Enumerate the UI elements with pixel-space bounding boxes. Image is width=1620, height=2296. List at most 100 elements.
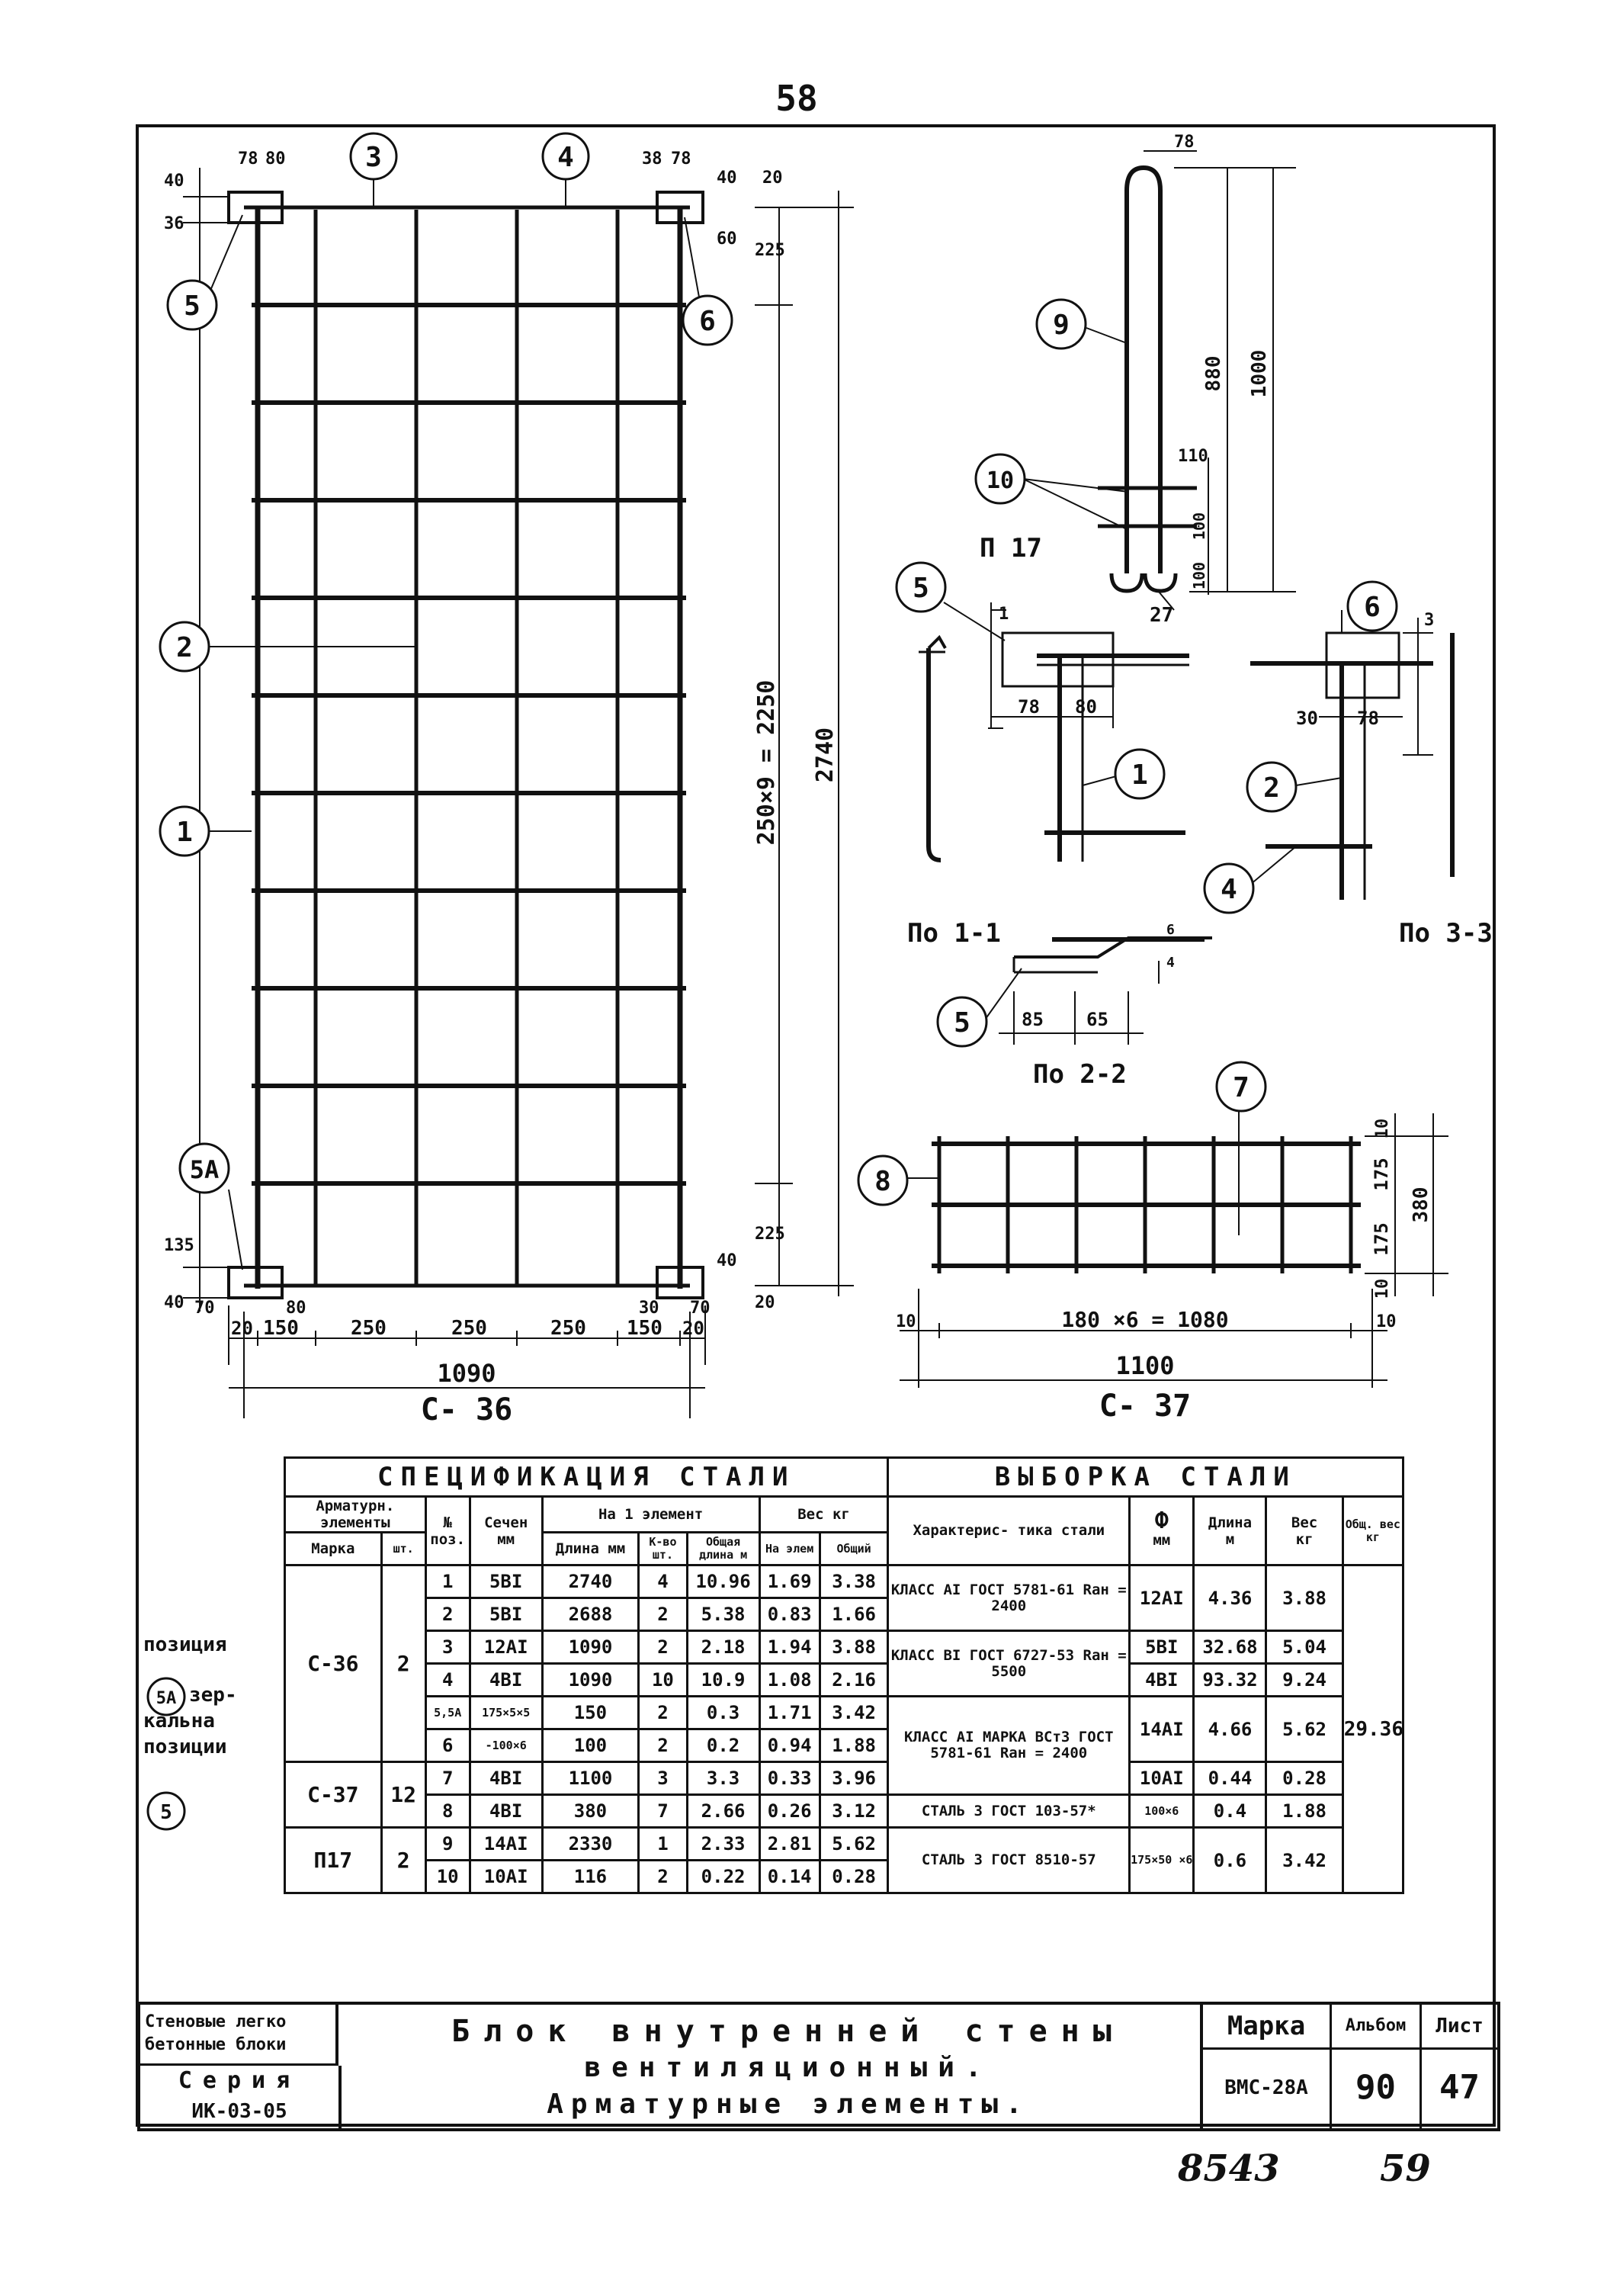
- c36-dim-top-right-5: 20: [762, 169, 783, 188]
- cell-w1: 1.08: [758, 1662, 821, 1697]
- hdr-per-element: На 1 элемент: [541, 1495, 761, 1533]
- hdr-count: К-во шт.: [637, 1531, 688, 1566]
- c36-callout-2: 2: [176, 632, 193, 663]
- sel-len-3: 93.32: [1192, 1662, 1268, 1697]
- cell-pos: 6: [424, 1728, 471, 1763]
- p17-callout-10: 10: [986, 467, 1014, 494]
- c36-callout-1: 1: [176, 817, 193, 848]
- sec22-callout-5: 5: [954, 1007, 970, 1039]
- c36-dim-top-right-6: 225: [755, 241, 785, 260]
- sel-w-3: 9.24: [1265, 1662, 1344, 1697]
- cell-wt: 2.16: [818, 1662, 890, 1697]
- cell-tlen: 10.9: [685, 1662, 761, 1697]
- cell-tlen: 2.18: [685, 1630, 761, 1665]
- c36-dim-top-right-3: 40: [717, 169, 737, 188]
- cell-cnt: 4: [637, 1564, 688, 1599]
- tb-title-3: Арматурные элементы.: [547, 2089, 1030, 2120]
- cell-sec: 4ВI: [468, 1793, 544, 1829]
- c37-label: С- 37: [1099, 1389, 1191, 1424]
- sel-phi-1: 12АI: [1128, 1564, 1195, 1632]
- cell-cnt: 1: [637, 1826, 688, 1861]
- hdr-section-unit: мм: [497, 1530, 515, 1548]
- c36-dim-top-left-2: 80: [265, 149, 286, 169]
- row-qty-p17: 2: [380, 1826, 427, 1894]
- sel-len-1: 4.36: [1192, 1564, 1268, 1632]
- cell-len: 1090: [541, 1630, 640, 1665]
- hdr-phi-unit: мм: [1153, 1532, 1171, 1549]
- cell-wt: 3.88: [818, 1630, 890, 1665]
- cell-w1: 0.83: [758, 1597, 821, 1632]
- cell-sec: -100×6: [468, 1728, 544, 1763]
- cell-cnt: 2: [637, 1630, 688, 1665]
- cell-cnt: 3: [637, 1761, 688, 1796]
- hdr-weight-kg-label: Вес: [1291, 1514, 1318, 1531]
- c36-dim-right-2: 225: [755, 1225, 785, 1244]
- hdr-phi-label: Ф: [1154, 1508, 1169, 1534]
- cell-pos: 1: [424, 1564, 471, 1599]
- cell-pos: 7: [424, 1761, 471, 1796]
- cell-len: 100: [541, 1728, 640, 1763]
- sel-w-5: 0.28: [1265, 1761, 1344, 1796]
- c36-dim-top-right-4: 60: [717, 230, 737, 249]
- cell-len: 150: [541, 1695, 640, 1730]
- sec11-mark: 1: [999, 605, 1009, 624]
- tb-series-label: Серия: [140, 2066, 342, 2096]
- sec33-dim-1: 30: [1296, 708, 1318, 729]
- sec33-dim-2: 78: [1357, 708, 1379, 729]
- sel-len-2: 32.68: [1192, 1630, 1268, 1665]
- sec11-dim-2: 80: [1075, 696, 1097, 718]
- c36-dim-bottom-1: 20: [231, 1318, 253, 1339]
- c36-dim-top-right-1: 38: [642, 149, 662, 169]
- cell-len: 116: [541, 1859, 640, 1894]
- cell-cnt: 2: [637, 1859, 688, 1894]
- section-2-2: [983, 936, 1212, 1045]
- side-note-circle-5a: 5А: [156, 1689, 177, 1708]
- cell-w1: 2.81: [758, 1826, 821, 1861]
- hdr-len-unit: м: [1225, 1530, 1235, 1548]
- p17-callouts: [974, 298, 1087, 505]
- side-note-line1: позиция: [143, 1633, 227, 1656]
- cell-tlen: 2.66: [685, 1793, 761, 1829]
- hdr-elements: Арматурн. элементы: [284, 1495, 427, 1533]
- cell-pos: 10: [424, 1859, 471, 1894]
- row-mark-c36: С-36: [284, 1564, 383, 1763]
- table-row: 4 4ВI 1090 10 10.9 1.08 2.16 4ВI 93.32 9…: [285, 1662, 1403, 1697]
- row-mark-p17: П17: [284, 1826, 383, 1894]
- hdr-weight-kg-unit: кг: [1295, 1530, 1314, 1548]
- hdr-characteristic: Характерис- тика стали: [887, 1495, 1131, 1566]
- c37-callouts: [857, 1061, 1267, 1206]
- sec33-callout-4: 4: [1221, 874, 1237, 905]
- cell-pos: 2: [424, 1597, 471, 1632]
- hdr-total-w: Общий: [818, 1531, 890, 1566]
- c36-callout-5a: 5А: [190, 1155, 220, 1184]
- tb-album-value: 90: [1332, 2050, 1422, 2128]
- c36-callouts: [159, 132, 733, 1194]
- cell-w1: 0.94: [758, 1728, 821, 1763]
- c36-callout-6: 6: [699, 306, 716, 337]
- tb-mark-value: ВМС-28А: [1203, 2050, 1332, 2128]
- side-note-circle-5: 5: [160, 1801, 172, 1824]
- c36-dim-bottom-6: 150: [627, 1317, 662, 1340]
- table-row: С-37 12 7 4ВI 1100 3 3.3 0.33 3.96 10АI …: [284, 1761, 1403, 1829]
- cell-cnt: 7: [637, 1793, 688, 1829]
- c36-dim-left-2: 40: [164, 1293, 184, 1312]
- sel-w-6: 1.88: [1265, 1793, 1344, 1829]
- c36-label: С- 36: [421, 1392, 512, 1427]
- c36-dim-bottom-4: 250: [451, 1317, 487, 1340]
- row-qty-c36: 2: [380, 1564, 427, 1763]
- cell-w1: 0.14: [758, 1859, 821, 1894]
- c36-callout-4: 4: [557, 142, 574, 173]
- tb-album-label: Альбом: [1332, 2005, 1422, 2050]
- c37-dim-bottom-2: 180 ×6 = 1080: [1061, 1307, 1228, 1332]
- side-note-line4: позиции: [143, 1736, 227, 1758]
- c36-callout-5: 5: [184, 291, 200, 322]
- total-weight: 29.36: [1341, 1564, 1405, 1894]
- sec33-callout-6: 6: [1364, 592, 1381, 623]
- cell-w1: 1.94: [758, 1630, 821, 1665]
- cell-sec: 5ВI: [468, 1597, 544, 1632]
- cell-w1: 1.71: [758, 1695, 821, 1730]
